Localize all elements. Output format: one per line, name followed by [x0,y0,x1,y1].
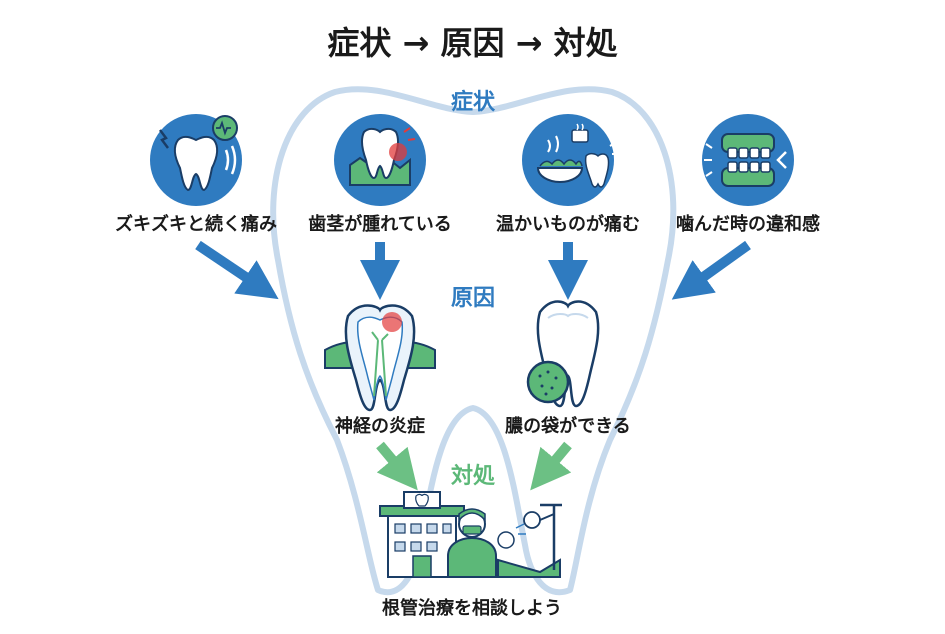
arrow-symptom-1-to-cause [195,240,279,300]
symptom-label: ズキズキと続く痛み [115,214,277,235]
bite-discomfort-icon [702,114,794,206]
page-title: 症状 → 原因 → 対処 [327,24,618,62]
inflamed-nerve-icon [324,304,436,412]
arrow-symptom-4-to-cause [671,240,751,300]
dentist-icon [447,508,497,578]
dental-chair-icon [497,503,562,578]
pus-sac-icon [526,300,600,408]
symptom-label: 歯茎が腫れている [308,214,452,235]
swollen-gum-icon [334,114,426,206]
section-label-treatment: 対処 [450,464,495,489]
treatment-label: 根管治療を相談しよう [382,598,562,619]
section-label-causes: 原因 [450,286,495,311]
symptom-label: 噛んだ時の違和感 [676,214,820,235]
throbbing-tooth-icon [150,114,242,206]
symptom-label: 温かいものが痛む [496,214,640,235]
cause-label: 膿の袋ができる [505,416,631,437]
hot-food-pain-icon [522,114,619,206]
arrow-cause-1-to-treatment [376,441,418,491]
cause-label: 神経の炎症 [335,416,425,437]
section-label-symptoms: 症状 [450,90,495,115]
arrow-cause-2-to-treatment [530,441,572,491]
clinic-building-icon [379,491,465,578]
